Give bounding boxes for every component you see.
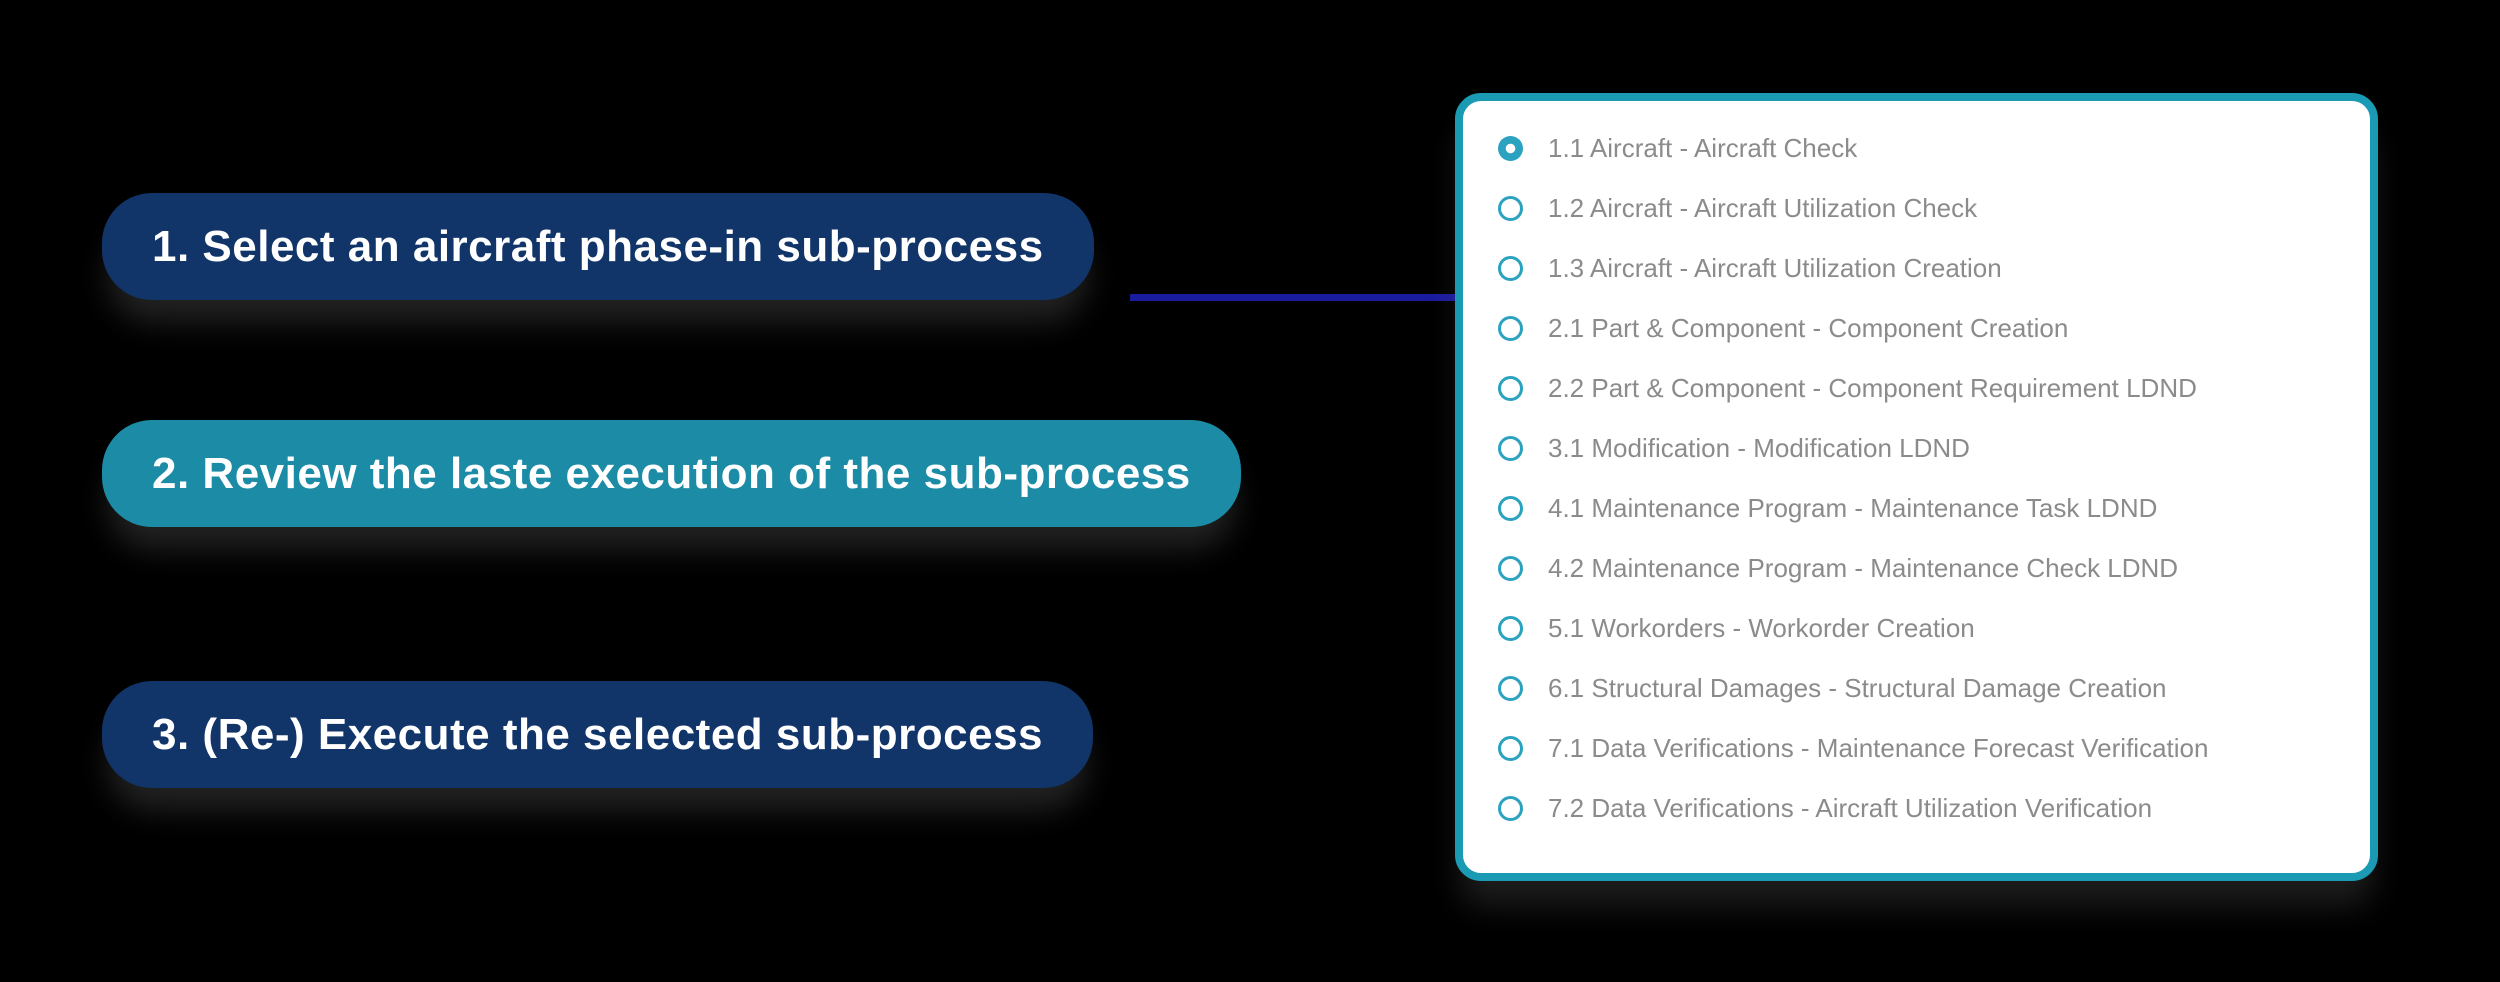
radio-option[interactable]: 7.1 Data Verifications - Maintenance For… [1498,718,2350,778]
option-label: 2.1 Part & Component - Component Creatio… [1548,312,2069,343]
radio-button-icon[interactable] [1498,435,1523,461]
step-1-label: 1. Select an aircraft phase-in sub-proce… [152,221,1044,271]
option-label: 4.2 Maintenance Program - Maintenance Ch… [1548,552,2179,583]
subprocess-panel: 1.1 Aircraft - Aircraft Check 1.2 Aircra… [1455,93,2378,881]
radio-button-icon[interactable] [1498,615,1523,641]
radio-button-icon[interactable] [1498,135,1523,161]
step-3-label: 3. (Re-) Execute the selected sub-proces… [152,709,1044,759]
radio-option[interactable]: 2.2 Part & Component - Component Require… [1498,358,2350,418]
radio-button-icon[interactable] [1498,255,1523,281]
step-pill-2: 2. Review the laste execution of the sub… [102,420,1241,527]
radio-option[interactable]: 2.1 Part & Component - Component Creatio… [1498,298,2350,358]
radio-button-icon[interactable] [1498,195,1523,221]
option-label: 1.1 Aircraft - Aircraft Check [1548,132,1858,163]
step-2-label: 2. Review the laste execution of the sub… [152,448,1191,498]
option-label: 1.2 Aircraft - Aircraft Utilization Chec… [1548,192,1978,223]
step-pill-3: 3. (Re-) Execute the selected sub-proces… [102,681,1094,788]
option-label: 7.2 Data Verifications - Aircraft Utiliz… [1548,792,2153,823]
radio-option[interactable]: 1.1 Aircraft - Aircraft Check [1498,118,2350,178]
radio-button-icon[interactable] [1498,795,1523,821]
radio-option[interactable]: 1.3 Aircraft - Aircraft Utilization Crea… [1498,238,2350,298]
radio-option[interactable]: 7.2 Data Verifications - Aircraft Utiliz… [1498,778,2350,838]
option-label: 7.1 Data Verifications - Maintenance For… [1548,732,2209,763]
radio-button-icon[interactable] [1498,675,1523,701]
radio-button-icon[interactable] [1498,315,1523,341]
radio-option[interactable]: 1.2 Aircraft - Aircraft Utilization Chec… [1498,178,2350,238]
radio-button-icon[interactable] [1498,555,1523,581]
connector-line [1130,294,1458,301]
radio-option[interactable]: 4.1 Maintenance Program - Maintenance Ta… [1498,478,2350,538]
option-label: 5.1 Workorders - Workorder Creation [1548,612,1975,643]
step-pill-1: 1. Select an aircraft phase-in sub-proce… [102,193,1094,300]
option-label: 6.1 Structural Damages - Structural Dama… [1548,672,2167,703]
option-label: 4.1 Maintenance Program - Maintenance Ta… [1548,492,2158,523]
radio-option[interactable]: 6.1 Structural Damages - Structural Dama… [1498,658,2350,718]
radio-button-icon[interactable] [1498,375,1523,401]
radio-button-icon[interactable] [1498,495,1523,521]
radio-button-icon[interactable] [1498,735,1523,761]
radio-option[interactable]: 3.1 Modification - Modification LDND [1498,418,2350,478]
option-label: 3.1 Modification - Modification LDND [1548,432,1970,463]
radio-option[interactable]: 5.1 Workorders - Workorder Creation [1498,598,2350,658]
radio-option[interactable]: 4.2 Maintenance Program - Maintenance Ch… [1498,538,2350,598]
option-label: 2.2 Part & Component - Component Require… [1548,372,2197,403]
option-label: 1.3 Aircraft - Aircraft Utilization Crea… [1548,252,2002,283]
